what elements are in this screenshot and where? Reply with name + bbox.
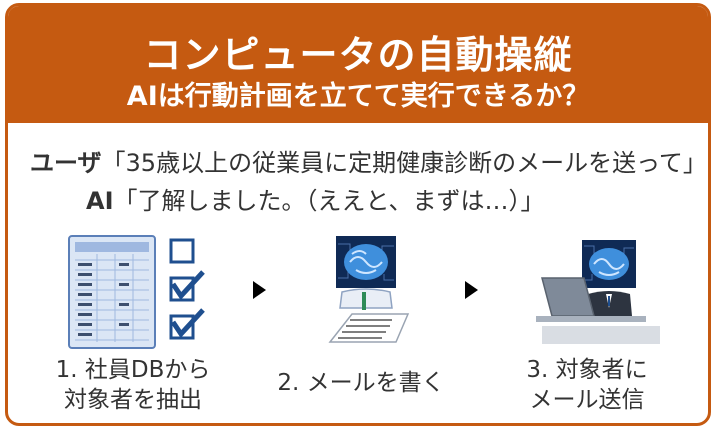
user-speaker: ユーザ — [30, 149, 102, 177]
user-dialog: ユーザ「35歳以上の従業員に定期健康診断のメールを送って」 — [30, 143, 707, 178]
header-banner: コンピュータの自動操縦 AIは行動計画を立てて実行できるか？ — [8, 6, 708, 123]
ai-message: 「了解しました。（ええと、まずは…）」 — [113, 187, 545, 215]
arrow-icon — [253, 281, 266, 299]
step-1-illustration — [63, 234, 213, 354]
step-1-line2: 対象者を抽出 — [64, 387, 202, 413]
step-2-illustration — [316, 234, 416, 354]
step-2-caption: 2. メールを書く — [266, 368, 456, 398]
infographic-frame: コンピュータの自動操縦 AIは行動計画を立てて実行できるか？ ユーザ「35歳以上… — [5, 3, 711, 426]
database-checklist-icon — [68, 235, 205, 349]
step-1-line1: 1. 社員DBから — [55, 357, 211, 383]
step-3-line2: メール送信 — [529, 387, 645, 413]
ai-laptop-icon — [536, 240, 660, 344]
step-3-line1: 3. 対象者に — [526, 357, 648, 383]
step-2-line1: 2. メールを書く — [277, 370, 445, 396]
step-3-illustration — [536, 234, 666, 354]
step-1-caption: 1. 社員DBから 対象者を抽出 — [38, 355, 228, 415]
step-3-caption: 3. 対象者に メール送信 — [502, 355, 672, 415]
ai-speaker: AI — [86, 187, 114, 215]
subtitle: AIは行動計画を立てて実行できるか？ — [126, 81, 590, 112]
arrow-icon — [465, 281, 478, 299]
ai-dialog: AI「了解しました。（ええと、まずは…）」 — [86, 181, 545, 216]
user-message: 「35歳以上の従業員に定期健康診断のメールを送って」 — [101, 149, 707, 177]
ai-writing-icon — [328, 236, 410, 343]
main-title: コンピュータの自動操縦 — [143, 33, 573, 77]
